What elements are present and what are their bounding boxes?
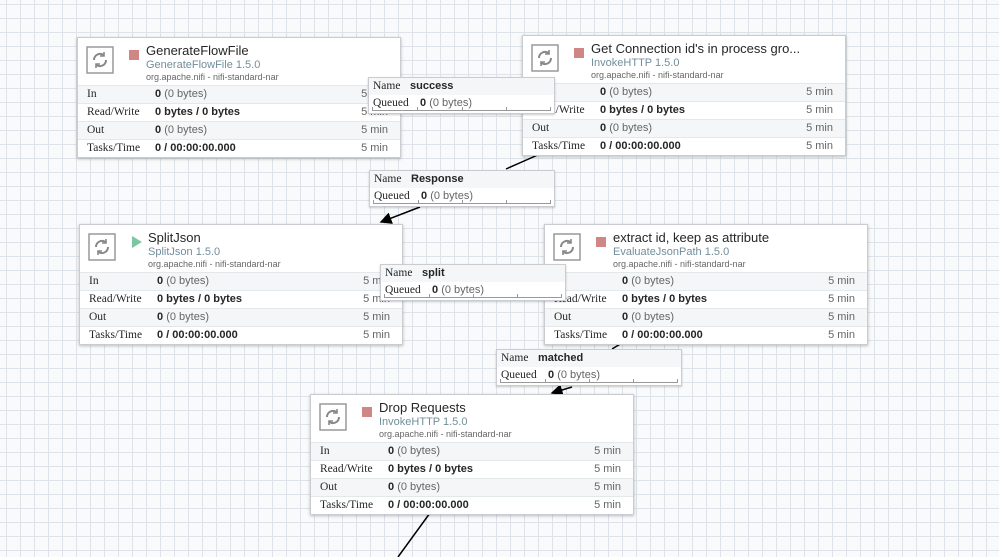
processor-bundle: org.apache.nifi - nifi-standard-nar (146, 72, 279, 82)
processor-generate-flowfile[interactable]: GenerateFlowFile GenerateFlowFile 1.5.0 … (77, 37, 401, 158)
edge-matched-lower[interactable] (550, 384, 573, 396)
processor-get-connection-ids[interactable]: Get Connection id's in process gro... In… (522, 35, 846, 156)
processor-icon (88, 233, 116, 261)
stopped-status-icon (596, 237, 606, 247)
edge-drop-out[interactable] (397, 512, 431, 557)
stopped-status-icon (362, 407, 372, 417)
processor-name: Drop Requests (379, 400, 466, 415)
queue-progress-bar (384, 294, 562, 298)
edge-response[interactable] (505, 153, 541, 170)
processor-bundle: org.apache.nifi - nifi-standard-nar (613, 259, 746, 269)
stopped-status-icon (574, 48, 584, 58)
processor-extract-id[interactable]: extract id, keep as attribute EvaluateJs… (544, 224, 868, 345)
processor-type: GenerateFlowFile 1.5.0 (146, 59, 261, 71)
queue-progress-bar (500, 379, 678, 383)
processor-icon (319, 403, 347, 431)
stopped-status-icon (129, 50, 139, 60)
processor-bundle: org.apache.nifi - nifi-standard-nar (591, 70, 724, 80)
queue-progress-bar (373, 200, 551, 204)
queue-progress-bar (372, 107, 551, 111)
processor-type: SplitJson 1.5.0 (148, 246, 221, 258)
processor-name: Get Connection id's in process gro... (591, 41, 801, 56)
processor-splitjson[interactable]: SplitJson SplitJson 1.5.0 org.apache.nif… (79, 224, 403, 345)
processor-bundle: org.apache.nifi - nifi-standard-nar (379, 429, 512, 439)
processor-name: SplitJson (148, 230, 201, 245)
processor-name: extract id, keep as attribute (613, 230, 770, 245)
processor-icon (86, 46, 114, 74)
processor-type: EvaluateJsonPath 1.5.0 (613, 246, 730, 258)
processor-type: InvokeHTTP 1.5.0 (591, 57, 680, 69)
stat-in: In0 (0 bytes)5 min (523, 83, 845, 101)
edge-response-lower[interactable] (379, 206, 421, 224)
processor-name: GenerateFlowFile (146, 43, 249, 58)
processor-bundle: org.apache.nifi - nifi-standard-nar (148, 259, 281, 269)
processor-type: InvokeHTTP 1.5.0 (379, 416, 468, 428)
processor-icon (531, 44, 559, 72)
stat-in: In0 (0 bytes)5 min (78, 85, 400, 103)
running-status-icon (132, 236, 142, 248)
stat-in: In0 (0 bytes)5 min (545, 272, 867, 290)
processor-drop-requests[interactable]: Drop Requests InvokeHTTP 1.5.0 org.apach… (310, 394, 634, 515)
processor-icon (553, 233, 581, 261)
